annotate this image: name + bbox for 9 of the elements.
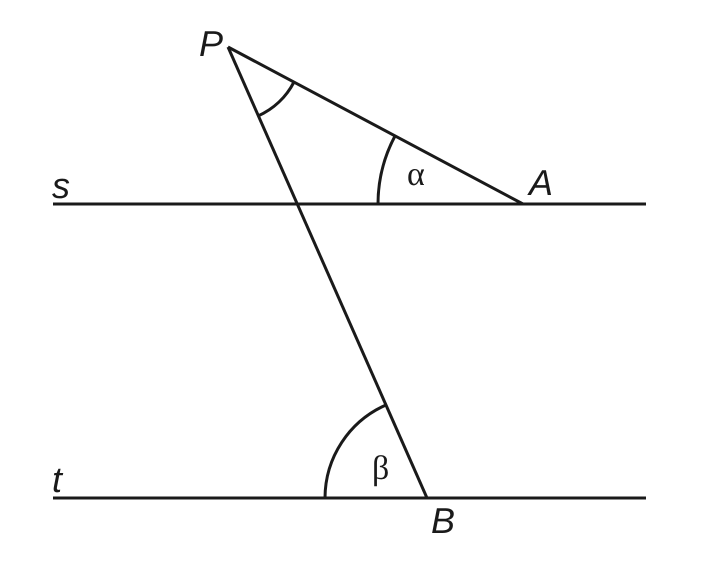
angle-label: α [407, 158, 425, 192]
triangle-side [227, 46, 524, 206]
vertex-label: A [523, 162, 559, 204]
vertex-label: B [427, 498, 459, 544]
line-label: s [52, 168, 70, 204]
vertex-label: P [194, 24, 228, 64]
triangle-side [226, 46, 428, 499]
line-label: t [52, 462, 62, 498]
angle-label: β [372, 452, 390, 486]
